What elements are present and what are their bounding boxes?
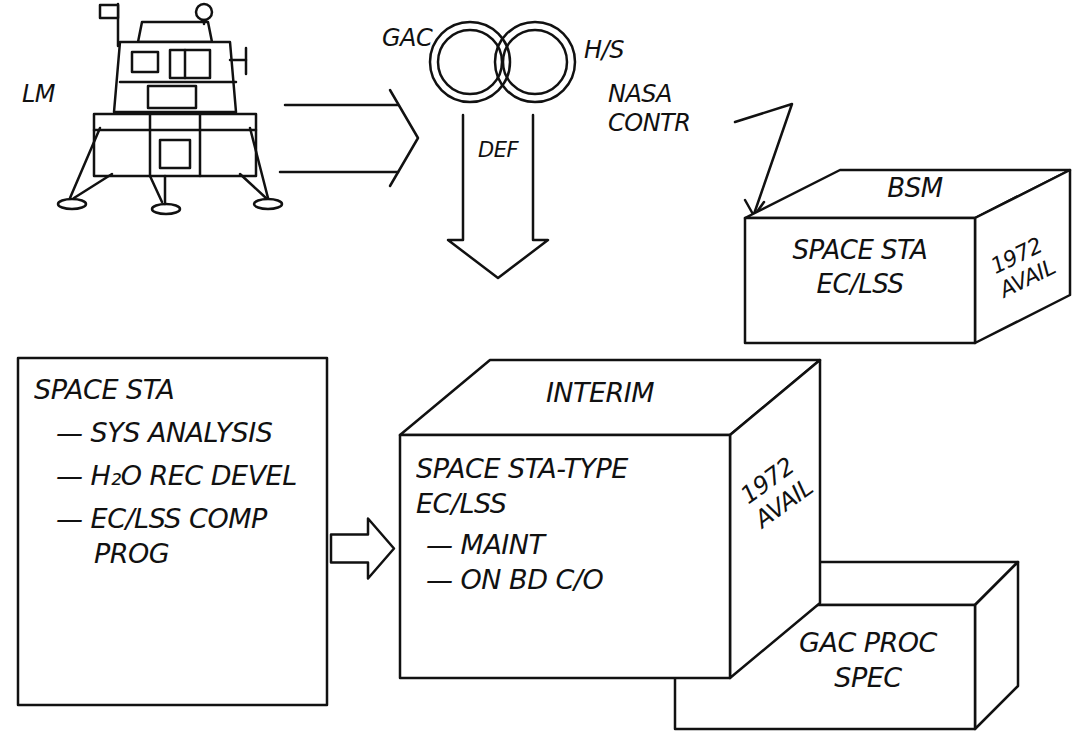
box-text: — ON BD C/O	[462, 562, 716, 597]
cube-box: SPACE STA-TYPE EC/LSS— MAINT— ON BD C/OI…	[400, 435, 730, 678]
box-text: SPACE STA EC/LSS	[759, 234, 961, 302]
box-content: SPACE STA-TYPE EC/LSS — MAINT— ON BD C/O	[416, 451, 716, 668]
diagram-label: GAC	[382, 24, 452, 53]
box-content: SPACE STA — SYS ANALYSIS — H₂O REC DEVEL — …	[34, 372, 315, 695]
process-box: SPACE STA — SYS ANALYSIS — H₂O REC DEVEL — …	[18, 358, 327, 705]
lunar-module	[58, 4, 282, 214]
box-text: — EC/LSS COMP PROG	[94, 501, 315, 571]
diagram-label: DEF	[473, 138, 523, 163]
box-text: — SYS ANALYSIS	[94, 415, 315, 450]
box-text: INTERIM	[500, 377, 700, 408]
diagram-label: LM	[22, 80, 82, 109]
box-text: GAC PROC SPEC	[783, 625, 953, 695]
def-arrow	[448, 115, 548, 278]
diagram-label: NASA CONTR	[608, 80, 718, 138]
box-text: — MAINT	[462, 527, 716, 562]
box-text: SPACE STA	[34, 372, 315, 407]
flow-arrow	[280, 90, 418, 186]
cube-box: SPACE STA EC/LSSBSM1972 AVAIL	[745, 218, 975, 343]
box-content: GAC PROC SPEC	[775, 625, 961, 719]
diagram-label: H/S	[584, 36, 644, 65]
interlocked-rings	[430, 22, 575, 102]
hollow-arrow	[331, 519, 394, 579]
box-content: SPACE STA EC/LSS	[759, 234, 961, 333]
box-text: BSM	[835, 174, 995, 204]
box-text: — H₂O REC DEVEL	[94, 458, 315, 493]
box-text: SPACE STA-TYPE EC/LSS	[416, 451, 706, 521]
